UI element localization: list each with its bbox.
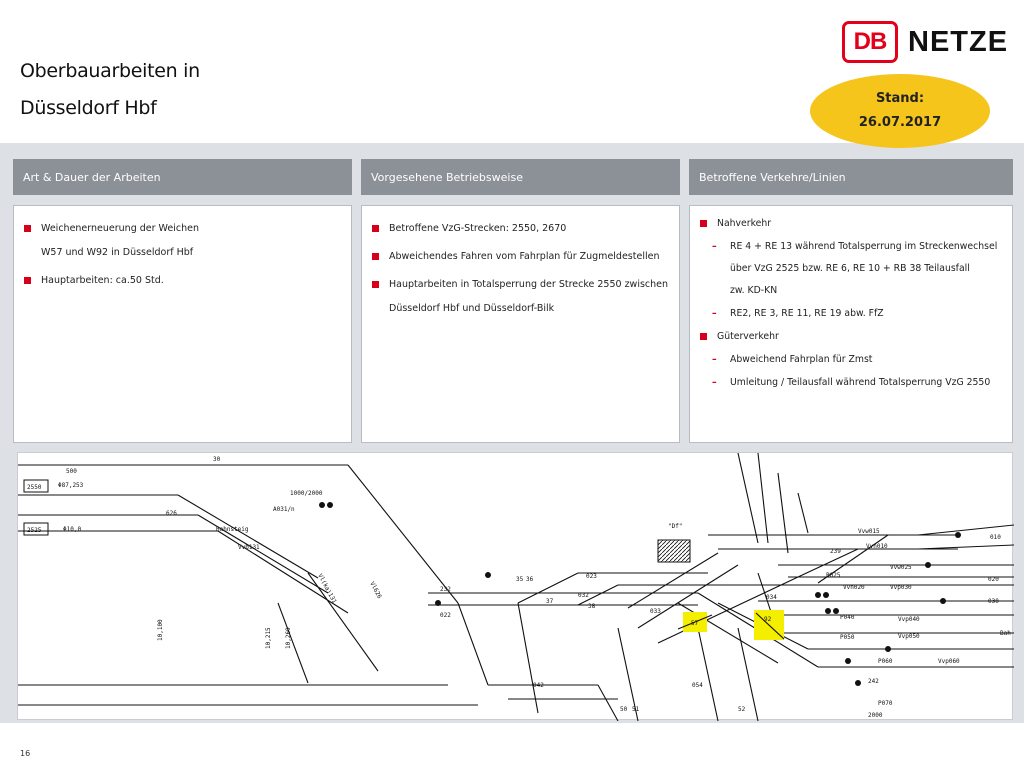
diagram-label: Vl626: [368, 581, 383, 601]
diagram-label: Vvn020: [843, 584, 865, 591]
diagram-label: 35: [516, 576, 524, 583]
diagram-label: Bah: [1000, 630, 1011, 637]
page-title-line1: Oberbauarbeiten in: [20, 60, 200, 82]
netze-logo-text: NETZE: [908, 25, 1009, 58]
diagram-label: 50: [620, 706, 628, 713]
sub-item: RE 4 + RE 13 während Totalsperrung im St…: [700, 240, 1004, 254]
diagram-label: 232: [440, 586, 451, 593]
diagram-label: 52: [738, 706, 746, 713]
db-logo-icon: DB: [842, 21, 898, 63]
diagram-label: Vvw015: [858, 528, 880, 535]
page-title-line2: Düsseldorf Hbf: [20, 97, 157, 119]
diagram-label: P040: [840, 614, 855, 621]
stand-badge: Stand: 26.07.2017: [810, 74, 990, 148]
diagram-label: Vvb131: [238, 544, 260, 551]
column-box-verkehre: Nahverkehr RE 4 + RE 13 während Totalspe…: [689, 205, 1013, 443]
diagram-label: 010: [990, 534, 1001, 541]
diagram-label: 032: [578, 592, 589, 599]
sub-item-continuation: zw. KD-KN: [730, 285, 778, 296]
column-heading-verkehre: Betroffene Verkehre/Linien: [689, 159, 1013, 195]
diagram-label: "Df": [668, 523, 682, 530]
diagram-label: Vvp050: [898, 633, 920, 640]
list-item: Betroffene VzG-Strecken: 2550, 2670: [372, 222, 671, 236]
diagram-label: 020: [988, 576, 999, 583]
diagram-label: 033: [650, 608, 661, 615]
diagram-label: 10,269: [285, 627, 292, 649]
diagram-label: 022: [440, 612, 451, 619]
diagram-label: 054: [692, 682, 703, 689]
diagram-label: 2000: [868, 712, 883, 719]
list-item: Hauptarbeiten: ca.50 Std.: [24, 274, 343, 288]
sub-item-continuation: über VzG 2525 bzw. RE 6, RE 10 + RB 38 T…: [730, 263, 970, 274]
diagram-label: Φ10,0: [63, 526, 81, 533]
diagram-label: P050: [840, 634, 855, 641]
diagram-label: 626: [166, 510, 177, 517]
list-item-continuation: Düsseldorf Hbf und Düsseldorf-Bilk: [389, 303, 555, 314]
line-label-2550: 2550: [27, 484, 42, 491]
diagram-label: P025: [826, 572, 841, 579]
sub-item: RE2, RE 3, RE 11, RE 19 abw. FfZ: [700, 307, 1004, 321]
diagram-label: Bahnsteig: [216, 526, 249, 533]
column-heading-art-dauer: Art & Dauer der Arbeiten: [13, 159, 352, 195]
column-heading-betriebsweise: Vorgesehene Betriebsweise: [361, 159, 680, 195]
list-item: Hauptarbeiten in Totalsperrung der Strec…: [372, 278, 671, 292]
diagram-label: Vvp040: [898, 616, 920, 623]
page-number: 16: [20, 749, 31, 758]
diagram-label: 242: [868, 678, 879, 685]
column-box-art-dauer: Weichenerneuerung der Weichen W57 und W9…: [13, 205, 352, 443]
diagram-label: 10,100: [157, 619, 164, 641]
diagram-label: 10,215: [265, 627, 272, 649]
diagram-label: 38: [588, 603, 596, 610]
list-item-continuation: W57 und W92 in Düsseldorf Hbf: [41, 247, 194, 258]
switch-92-label: 92: [764, 616, 772, 623]
list-item: Weichenerneuerung der Weichen: [24, 222, 343, 236]
diagram-label: P060: [878, 658, 893, 665]
line-label-2525: 2525: [27, 527, 42, 534]
column-box-betriebsweise: Betroffene VzG-Strecken: 2550, 2670 Abwe…: [361, 205, 680, 443]
diagram-label: 51: [632, 706, 640, 713]
list-item: Abweichendes Fahren vom Fahrplan für Zug…: [372, 250, 671, 264]
sub-item: Abweichend Fahrplan für Zmst: [700, 353, 1004, 367]
diagram-label: P070: [878, 700, 893, 707]
switch-57-label: 57: [691, 620, 699, 627]
diagram-label: A031/n: [273, 506, 295, 513]
diagram-label: 37: [546, 598, 554, 605]
group-gueterverkehr: Güterverkehr: [700, 330, 1004, 344]
stand-label: Stand:: [875, 91, 925, 106]
track-layout-svg: 2550 2525 500 Φ87,253 Φ10,0 30 626 A031/…: [18, 452, 1015, 722]
diagram-label: 30: [213, 456, 221, 463]
diagram-label: Vvp030: [890, 584, 912, 591]
diagram-label: Vvw025: [890, 564, 912, 571]
diagram-label: 023: [586, 573, 597, 580]
group-nahverkehr: Nahverkehr: [700, 217, 1004, 231]
diagram-label: 1000/2000: [290, 490, 323, 497]
diagram-label: 36: [526, 576, 534, 583]
diagram-label: 034: [766, 594, 777, 601]
diagram-label: 239: [830, 548, 841, 555]
stand-date: 26.07.2017: [858, 115, 942, 130]
diagram-label: 500: [66, 468, 77, 475]
db-netze-logo: DB NETZE: [842, 21, 1008, 63]
diagram-label: Φ87,253: [58, 482, 84, 489]
diagram-label: Vvp060: [938, 658, 960, 665]
diagram-label: 030: [988, 598, 999, 605]
diagram-label: Vvn010: [866, 543, 888, 550]
track-layout-diagram: 2550 2525 500 Φ87,253 Φ10,0 30 626 A031/…: [17, 452, 1015, 722]
sub-item: Umleitung / Teilausfall während Totalspe…: [700, 376, 1004, 390]
diagram-label: 042: [533, 682, 544, 689]
